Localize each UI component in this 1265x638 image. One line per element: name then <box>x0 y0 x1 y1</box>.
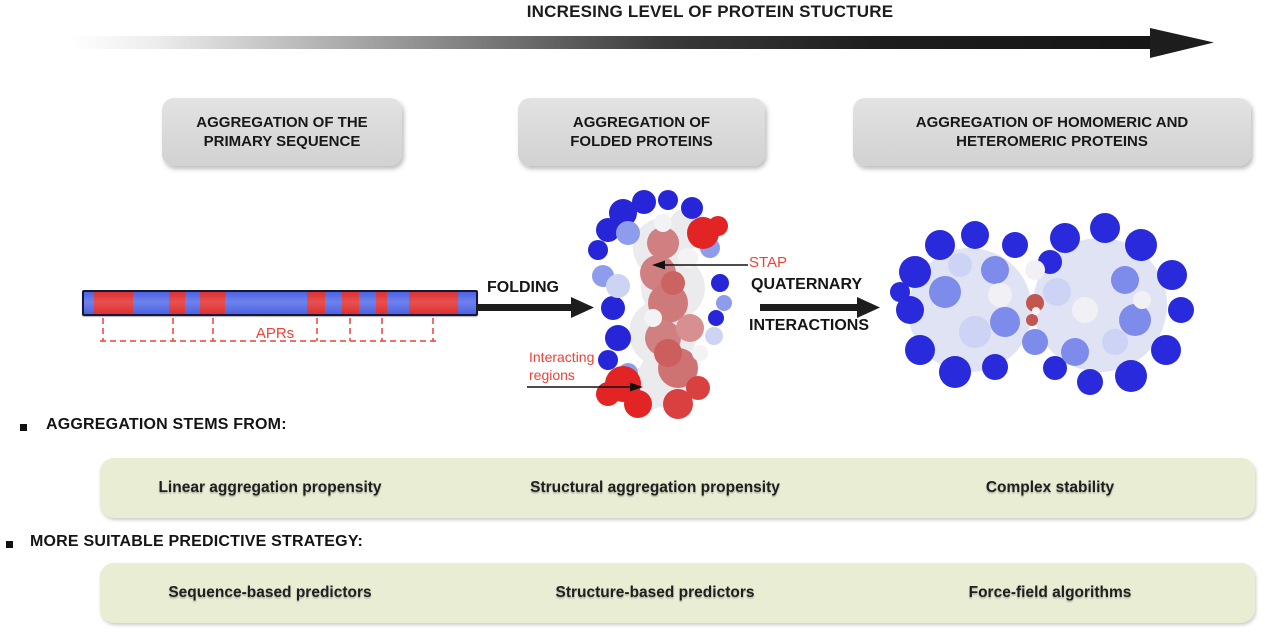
section-heading-aggregation-stems: AGGREGATION STEMS FROM: <box>46 416 287 433</box>
stage-box-line: AGGREGATION OF HOMOMERIC AND <box>915 113 1189 131</box>
sequence-segment-red <box>307 292 325 314</box>
sequence-segment-red <box>342 292 360 314</box>
sequence-segment-red <box>376 292 388 314</box>
stage-box-homomeric-heteromeric: AGGREGATION OF HOMOMERIC AND HETEROMERIC… <box>853 98 1251 166</box>
strategy-item: Sequence-based predictors <box>168 584 372 601</box>
sequence-segment-blue <box>457 292 476 314</box>
green-box-predictive-strategies: Sequence-based predictors Structure-based… <box>100 563 1255 623</box>
strategy-item: Force-field algorithms <box>968 584 1132 601</box>
stap-label: STAP <box>749 254 788 271</box>
sequence-segment-red <box>200 292 225 314</box>
bullet-square <box>20 424 27 431</box>
section-heading-predictive-strategy: MORE SUITABLE PREDICTIVE STRATEGY: <box>30 533 364 550</box>
sequence-segment-blue <box>387 292 409 314</box>
stage-box-line: FOLDED PROTEINS <box>570 133 713 150</box>
sequence-segment-red <box>93 292 133 314</box>
sequence-segment-blue <box>359 292 377 314</box>
strategy-item: Structure-based predictors <box>555 584 755 601</box>
sequence-segment-red <box>408 292 458 314</box>
aprs-label: APRs <box>255 325 295 342</box>
primary-sequence-bar <box>82 290 478 316</box>
stage-box-line: HETEROMERIC PROTEINS <box>956 133 1148 150</box>
quaternary-label: QUATERNARY <box>751 276 863 293</box>
strategy-item: Linear aggregation propensity <box>158 479 382 496</box>
stage-box-line: PRIMARY SEQUENCE <box>203 133 361 150</box>
increasing-structure-arrow <box>68 28 1214 58</box>
sequence-segment-red <box>169 292 186 314</box>
stage-box-line: AGGREGATION OF <box>572 113 711 131</box>
strategy-item: Complex stability <box>985 479 1115 496</box>
folding-label: FOLDING <box>487 279 559 296</box>
bullet-square <box>6 541 13 548</box>
interacting-regions-label: Interacting regions <box>529 349 595 383</box>
stage-box-folded-proteins: AGGREGATION OF FOLDED PROTEINS <box>518 98 765 166</box>
apr-dashed-brackets <box>100 318 436 342</box>
stage-box-line: AGGREGATION OF THE <box>196 113 368 131</box>
sequence-segment-blue <box>224 292 308 314</box>
strategy-item: Structural aggregation propensity <box>530 479 780 496</box>
folding-arrow <box>476 297 594 318</box>
sequence-segment-blue <box>133 292 170 314</box>
sequence-segment-blue <box>324 292 343 314</box>
green-box-aggregation-sources: Linear aggregation propensity Structural … <box>100 458 1255 518</box>
sequence-segment-blue <box>185 292 201 314</box>
figure-title: INCRESING LEVEL OF PROTEIN STUCTURE <box>526 2 894 21</box>
stage-box-primary-sequence: AGGREGATION OF THE PRIMARY SEQUENCE <box>162 98 402 166</box>
sequence-segment-blue <box>84 292 94 314</box>
interactions-label: INTERACTIONS <box>749 317 869 334</box>
folded-protein-surface <box>588 190 732 419</box>
interacting-regions-pointer <box>527 382 643 392</box>
quaternary-arrow <box>760 297 880 318</box>
stap-arrow <box>652 260 748 270</box>
homomeric-protein-complex-surface <box>890 213 1194 395</box>
